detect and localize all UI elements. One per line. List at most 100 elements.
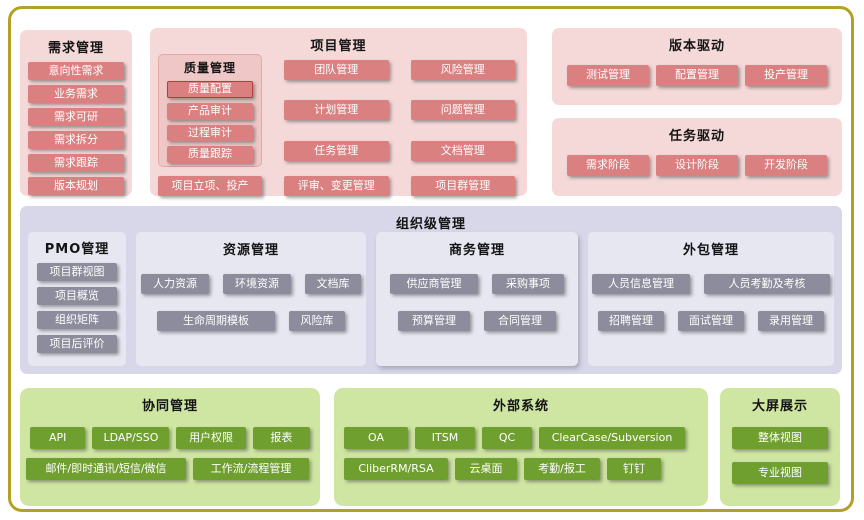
version-driven-item: 配置管理 xyxy=(656,65,738,86)
project-item: 计划管理 xyxy=(284,100,389,121)
project-item: 评审、变更管理 xyxy=(284,175,389,196)
version-driven-items: 测试管理 配置管理 投产管理 xyxy=(552,65,842,86)
version-driven-item: 测试管理 xyxy=(567,65,649,86)
task-driven-item: 开发阶段 xyxy=(745,155,827,176)
pmo-item: 项目后评价 xyxy=(37,335,117,353)
quality-title: 质量管理 xyxy=(183,61,236,75)
task-driven-title: 任务驱动 xyxy=(668,129,725,144)
outsourcing-title: 外包管理 xyxy=(682,243,739,258)
requirements-panel: 需求管理 意向性需求 业务需求 需求可研 需求拆分 需求跟踪 版本规划 xyxy=(20,30,132,196)
external-item: QC xyxy=(482,427,532,449)
quality-subpanel: 质量管理 质量配置 产品审计 过程审计 质量跟踪 xyxy=(158,54,262,167)
resource-item: 环境资源 xyxy=(223,274,291,294)
outsourcing-item: 面试管理 xyxy=(678,311,744,331)
project-title: 项目管理 xyxy=(310,39,367,54)
pmo-panel: PMO管理 项目群视图 项目概览 组织矩阵 项目后评价 xyxy=(28,232,126,366)
business-item: 预算管理 xyxy=(398,311,470,331)
business-item: 采购事项 xyxy=(492,274,564,294)
organization-panel: 组织级管理 PMO管理 项目群视图 项目概览 组织矩阵 项目后评价 资源管理 人… xyxy=(20,206,842,374)
collaboration-row-2: 邮件/即时通讯/短信/微信 工作流/流程管理 xyxy=(20,458,320,480)
task-driven-item: 需求阶段 xyxy=(567,155,649,176)
resource-row-1: 人力资源 环境资源 文档库 xyxy=(136,274,366,294)
outsourcing-item: 人员考勤及考核 xyxy=(704,274,830,294)
outer-frame xyxy=(8,6,854,512)
outsourcing-item: 招聘管理 xyxy=(598,311,664,331)
project-item: 团队管理 xyxy=(284,59,389,80)
external-item: 云桌面 xyxy=(455,458,517,480)
organization-inner: PMO管理 项目群视图 项目概览 组织矩阵 项目后评价 资源管理 人力资源 环境… xyxy=(20,206,842,374)
collaboration-item: API xyxy=(30,427,86,449)
pmo-item: 项目概览 xyxy=(37,287,117,305)
external-item: 钉钉 xyxy=(607,458,661,480)
quality-item: 产品审计 xyxy=(167,103,253,120)
business-item: 合同管理 xyxy=(484,311,556,331)
collaboration-panel: 协同管理 API LDAP/SSO 用户权限 报表 邮件/即时通讯/短信/微信 … xyxy=(20,388,320,506)
task-driven-items: 需求阶段 设计阶段 开发阶段 xyxy=(552,155,842,176)
project-item: 文档管理 xyxy=(410,141,515,162)
external-row-1: OA ITSM QC ClearCase/Subversion xyxy=(334,427,708,449)
display-item: 专业视图 xyxy=(732,462,828,484)
external-item: OA xyxy=(344,427,408,449)
display-panel: 大屏展示 整体视图 专业视图 xyxy=(720,388,840,506)
external-item: ITSM xyxy=(415,427,475,449)
external-item: CliberRM/RSA xyxy=(344,458,448,480)
collaboration-item: 报表 xyxy=(252,427,310,449)
resource-panel: 资源管理 人力资源 环境资源 文档库 生命周期模板 风险库 xyxy=(136,232,366,366)
outsourcing-row-2: 招聘管理 面试管理 录用管理 xyxy=(588,311,834,331)
task-driven-panel: 任务驱动 需求阶段 设计阶段 开发阶段 xyxy=(552,118,842,196)
project-panel: 项目管理 质量管理 质量配置 产品审计 过程审计 质量跟踪 团队管理 风险管理 … xyxy=(150,28,527,196)
display-item: 整体视图 xyxy=(732,427,828,449)
resource-item: 风险库 xyxy=(289,311,345,331)
quality-item: 质量跟踪 xyxy=(167,146,253,163)
external-item: ClearCase/Subversion xyxy=(539,427,685,449)
pmo-item: 组织矩阵 xyxy=(37,311,117,329)
project-item: 项目群管理 xyxy=(410,175,515,196)
project-item: 任务管理 xyxy=(284,141,389,162)
requirements-item: 业务需求 xyxy=(28,85,124,103)
requirements-item: 版本规划 xyxy=(28,177,124,195)
business-row-2: 预算管理 合同管理 xyxy=(376,311,578,331)
outsourcing-panel: 外包管理 人员信息管理 人员考勤及考核 招聘管理 面试管理 录用管理 xyxy=(588,232,834,366)
version-driven-title: 版本驱动 xyxy=(668,39,725,54)
collaboration-title: 协同管理 xyxy=(141,399,198,414)
display-items: 整体视图 专业视图 xyxy=(720,427,840,484)
requirements-items: 意向性需求 业务需求 需求可研 需求拆分 需求跟踪 版本规划 xyxy=(20,56,132,195)
version-driven-panel: 版本驱动 测试管理 配置管理 投产管理 xyxy=(552,28,842,105)
collaboration-row-1: API LDAP/SSO 用户权限 报表 xyxy=(20,427,320,449)
collaboration-item: 用户权限 xyxy=(176,427,246,449)
quality-item: 过程审计 xyxy=(167,124,253,142)
business-title: 商务管理 xyxy=(448,243,505,258)
outsourcing-row-1: 人员信息管理 人员考勤及考核 xyxy=(588,274,834,294)
external-item: 考勤/报工 xyxy=(524,458,600,480)
external-systems-panel: 外部系统 OA ITSM QC ClearCase/Subversion Cli… xyxy=(334,388,708,506)
requirements-item: 需求可研 xyxy=(28,108,124,126)
organization-title: 组织级管理 xyxy=(395,217,466,232)
version-driven-item: 投产管理 xyxy=(745,65,827,86)
requirements-item: 需求拆分 xyxy=(28,131,124,149)
outsourcing-item: 人员信息管理 xyxy=(592,274,690,294)
pmo-item: 项目群视图 xyxy=(37,263,117,281)
resource-item: 文档库 xyxy=(305,274,361,294)
display-title: 大屏展示 xyxy=(751,399,808,414)
resource-item: 人力资源 xyxy=(141,274,209,294)
resource-title: 资源管理 xyxy=(222,243,279,258)
requirements-title: 需求管理 xyxy=(47,41,104,56)
resource-item: 生命周期模板 xyxy=(157,311,275,331)
requirements-item: 需求跟踪 xyxy=(28,154,124,172)
collaboration-item: 邮件/即时通讯/短信/微信 xyxy=(26,458,186,480)
pmo-title: PMO管理 xyxy=(44,242,110,257)
collaboration-item: 工作流/流程管理 xyxy=(193,458,309,480)
business-row-1: 供应商管理 采购事项 xyxy=(376,274,578,294)
requirements-item: 意向性需求 xyxy=(28,62,124,80)
project-grid: 质量管理 质量配置 产品审计 过程审计 质量跟踪 团队管理 风险管理 计划管理 … xyxy=(158,54,515,196)
quality-item: 质量配置 xyxy=(167,81,253,98)
external-systems-title: 外部系统 xyxy=(492,399,549,414)
outsourcing-item: 录用管理 xyxy=(758,311,824,331)
collaboration-item: LDAP/SSO xyxy=(92,427,170,449)
business-panel: 商务管理 供应商管理 采购事项 预算管理 合同管理 xyxy=(376,232,578,366)
project-item: 项目立项、投产 xyxy=(158,175,262,196)
project-item: 风险管理 xyxy=(410,59,515,80)
external-row-2: CliberRM/RSA 云桌面 考勤/报工 钉钉 xyxy=(334,458,708,480)
task-driven-item: 设计阶段 xyxy=(656,155,738,176)
